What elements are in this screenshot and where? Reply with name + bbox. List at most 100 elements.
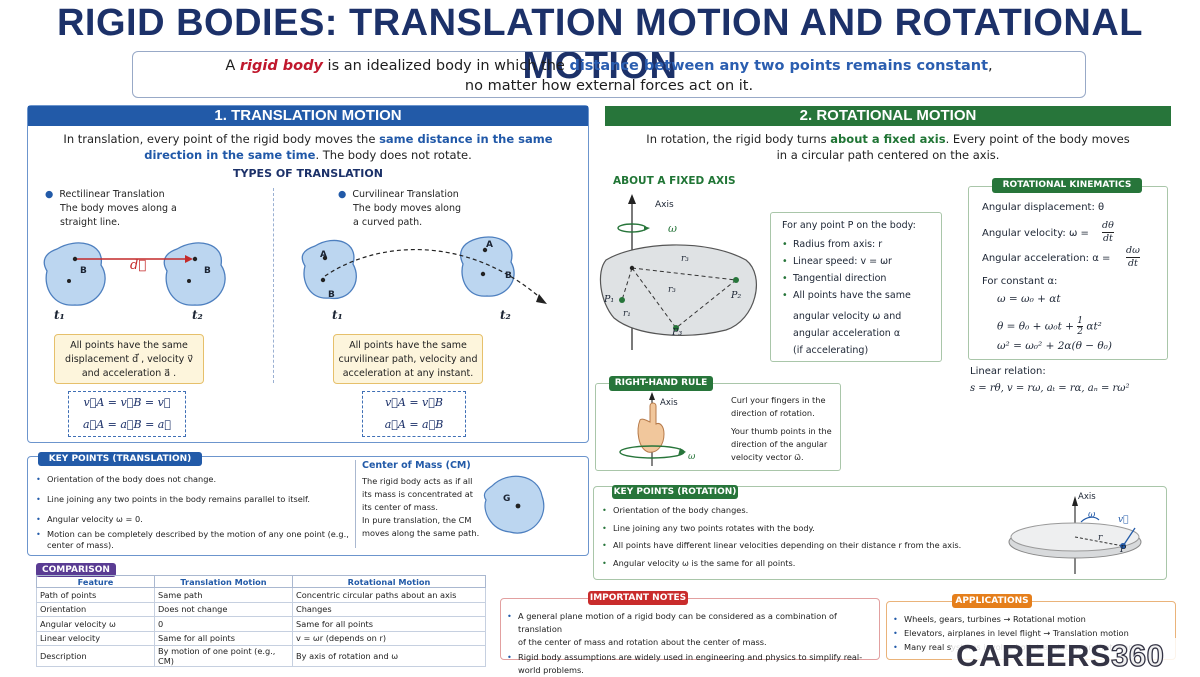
careers360-logo: CAREERS360 (956, 637, 1165, 673)
right-hand-axis-label: Axis (660, 398, 678, 408)
angular-acceleration-label: Angular acceleration: α = (982, 253, 1111, 264)
list-item: Orientation of the body does not change. (36, 469, 356, 489)
angular-velocity-label: Angular velocity: ω = (982, 228, 1089, 239)
key-points-rotation-list: Orientation of the body changes. Line jo… (602, 502, 992, 572)
col-header: Rotational Motion (292, 575, 486, 588)
definition-box: A rigid body is an idealized body in whi… (132, 51, 1086, 98)
curv-label-b2: B (505, 271, 512, 281)
list-item: Linear speed: v = ωr (782, 253, 942, 270)
curv-t2: t₂ (500, 308, 511, 322)
curvilinear-block: ● Curvilinear Translation The body moves… (338, 188, 558, 230)
rect-label-b2: B (204, 266, 211, 276)
curvilinear-desc1: The body moves along (353, 203, 462, 214)
disc-axis-label: Axis (1078, 492, 1096, 502)
rectilinear-desc2: straight line. (60, 217, 121, 228)
logo-backdrop (952, 638, 1198, 674)
rectilinear-title: Rectilinear Translation (59, 189, 165, 200)
kinematic-eq-1: ω = ω₀ + αt (997, 293, 1061, 305)
translation-header: 1. TRANSLATION MOTION (28, 106, 588, 126)
disc-velocity: v⃗ (1118, 515, 1129, 525)
right-hand-diagram (619, 392, 686, 466)
point-info-list: Radius from axis: r Linear speed: v = ωr… (782, 236, 942, 304)
list-item: Wheels, gears, turbines → Rotational mot… (893, 612, 1173, 626)
list-item: Angular velocity ω = 0. (36, 509, 356, 529)
types-divider (273, 188, 274, 383)
rotation-header: 2. ROTATIONAL MOTION (605, 106, 1171, 126)
important-notes-list: A general plane motion of a rigid body c… (507, 610, 879, 677)
intro-text-b: is an idealized body in which the (322, 58, 570, 74)
curv-label-b1: B (328, 290, 335, 300)
point-info-title: For any point P on the body: (782, 220, 916, 231)
col-header: Feature (36, 575, 155, 588)
key-points-translation-tag: KEY POINTS (TRANSLATION) (38, 452, 202, 466)
key-points-translation-panel (27, 456, 589, 556)
page-title: RIGID BODIES: TRANSLATION MOTION AND ROT… (56, 2, 1143, 87)
kinematics-tag: ROTATIONAL KINEMATICS (992, 178, 1142, 193)
rect-summary-box: All points have the same displacement d⃗… (54, 334, 204, 384)
table-header-row: Feature Translation Motion Rotational Mo… (36, 575, 486, 588)
list-item: Elevators, airplanes in level flight → T… (893, 626, 1173, 640)
translation-description: In translation, every point of the rigid… (63, 132, 553, 162)
list-item: Line joining any two points in the body … (36, 489, 356, 509)
list-item: All points have the same (782, 287, 942, 304)
comparison-tag: COMPARISON (36, 563, 116, 577)
fixed-axis-label: Axis (655, 200, 674, 210)
list-item: Rigid body assumptions are widely used i… (507, 651, 879, 677)
key-points-rotation-panel (593, 486, 1167, 580)
constant-alpha-label: For constant α: (982, 276, 1058, 287)
important-notes-tag: IMPORTANT NOTES (588, 591, 688, 605)
list-item: A general plane motion of a rigid body c… (507, 610, 879, 649)
curv-label-a1: A (320, 250, 327, 260)
p3-label: P₃ (672, 327, 683, 338)
rotation-description: In rotation, the rigid body turns about … (646, 132, 1130, 162)
p2-label: P₂ (731, 290, 742, 301)
rectilinear-block: ● Rectilinear Translation The body moves… (45, 188, 265, 230)
curv-equations: v⃗A = v⃗B a⃗A = a⃗B (362, 391, 466, 437)
list-item: Motion can be completely described by th… (36, 529, 356, 551)
right-hand-rule-tag: RIGHT-HAND RULE (609, 376, 713, 391)
curvilinear-title: Curvilinear Translation (352, 189, 459, 200)
right-hand-rule-panel (595, 383, 841, 471)
list-item: Orientation of the body changes. (602, 502, 992, 520)
col-header: Translation Motion (154, 575, 293, 588)
rect-equations: v⃗A = v⃗B = v⃗ a⃗A = a⃗B = a⃗ (68, 391, 186, 437)
fixed-axis-diagram (599, 194, 757, 350)
applications-tag: APPLICATIONS (952, 594, 1032, 608)
intro-highlight: distance between any two points remains … (569, 58, 989, 74)
disc-point: P (1120, 545, 1127, 555)
angular-displacement: Angular displacement: θ (982, 202, 1105, 213)
curvilinear-diagram (301, 236, 547, 304)
linear-relation-eq: s = rθ, v = rω, aₜ = rα, aₙ = rω² (970, 383, 1130, 394)
curv-label-a2: A (486, 240, 493, 250)
r1-label: r₁ (623, 309, 631, 319)
fixed-axis-title: ABOUT A FIXED AXIS (613, 175, 736, 187)
comparison-table: Feature Translation Motion Rotational Mo… (36, 575, 486, 667)
right-hand-omega: ω (688, 452, 696, 462)
r3-label-top: r₃ (681, 254, 689, 264)
rectilinear-desc1: The body moves along a (60, 203, 177, 214)
displacement-label: d⃗ (130, 258, 147, 273)
list-item: All points have different linear velocit… (602, 537, 992, 555)
intro-line2: no matter how external forces act on it. (464, 78, 754, 94)
key-points-translation-list: Orientation of the body does not change.… (36, 469, 356, 551)
list-item: Line joining any two points rotates with… (602, 520, 992, 538)
cm-divider (355, 460, 356, 548)
disc-omega: ω (1088, 510, 1096, 520)
rectilinear-diagram (43, 242, 226, 306)
list-item: Angular velocity ω is the same for all p… (602, 555, 992, 573)
intro-text-a: A (225, 58, 240, 74)
rect-t2: t₂ (192, 308, 203, 322)
curv-t1: t₁ (332, 308, 343, 322)
p1-label: P₁ (604, 294, 615, 305)
rotating-disc-diagram (1008, 496, 1142, 574)
intro-term: rigid body (239, 58, 323, 74)
